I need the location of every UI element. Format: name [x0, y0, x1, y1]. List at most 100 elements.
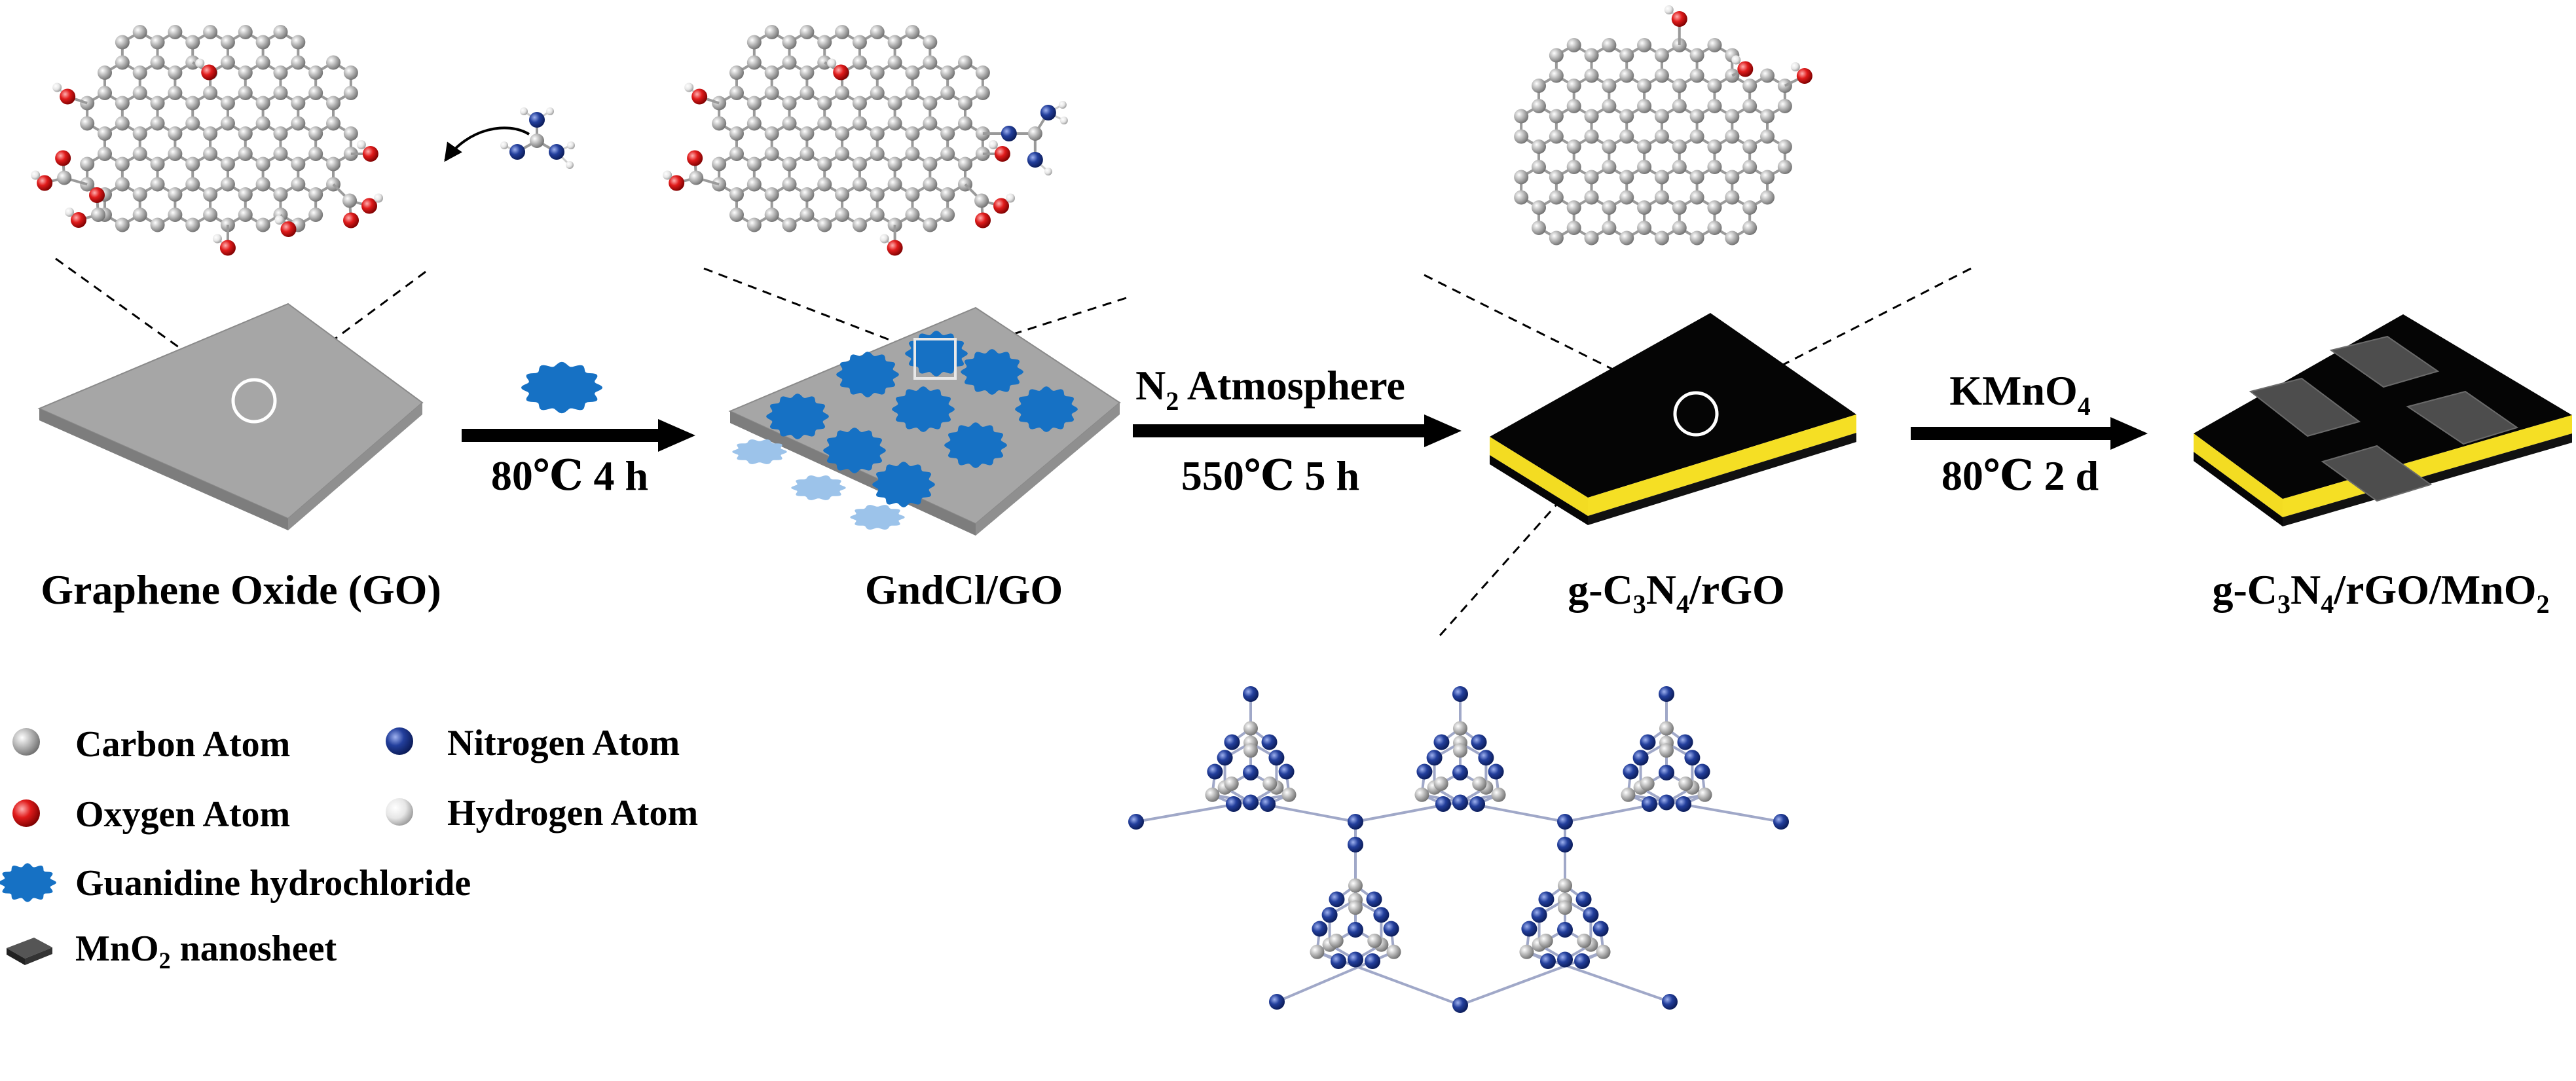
carbon-atom	[1654, 68, 1669, 83]
oxygen-atom	[89, 187, 105, 203]
carbon-atom	[800, 65, 815, 80]
carbon-atom	[1472, 776, 1487, 791]
step-1-condition: 80℃ 4 h	[491, 452, 648, 499]
carbon-atom	[1619, 48, 1634, 63]
carbon-atom	[1602, 79, 1617, 93]
svg-text:Nitrogen Atom: Nitrogen Atom	[447, 723, 680, 763]
zoom-circle	[231, 378, 277, 424]
nitrogen-atom	[1469, 796, 1486, 812]
nitrogen-atom	[1348, 951, 1363, 968]
carbon-atom	[817, 177, 832, 192]
carbon-atom	[746, 35, 762, 50]
carbon-atom	[80, 156, 95, 172]
carbon-atom	[1519, 944, 1534, 959]
carbon-atom	[1725, 170, 1740, 185]
carbon-atom	[817, 96, 832, 111]
nitrogen-atom	[1435, 796, 1451, 812]
carbon-atom	[185, 96, 200, 111]
nitrogen-atom	[1557, 814, 1573, 830]
nitrogen-atom	[1531, 907, 1547, 923]
carbon-atom	[887, 96, 902, 111]
carbon-atom	[1549, 129, 1564, 144]
carbon-atom	[1281, 787, 1297, 802]
nitrogen-atom-icon	[386, 727, 413, 755]
carbon-atom	[255, 217, 270, 232]
carbon-atom	[870, 147, 885, 161]
carbon-atom	[852, 96, 867, 111]
product-go-label: Graphene Oxide (GO)	[41, 566, 441, 613]
carbon-atom	[150, 55, 165, 70]
go-sheet	[37, 302, 424, 530]
hydrogen-atom	[374, 193, 384, 203]
step-3-reagent: KMnO4	[1949, 367, 2091, 421]
carbon-atom	[150, 156, 165, 172]
carbon-atom	[1262, 776, 1278, 791]
carbon-atom	[958, 55, 973, 70]
carbon-atom	[150, 116, 165, 131]
carbon-atom	[1654, 170, 1669, 185]
carbon-atom	[1558, 900, 1572, 915]
carbon-atom	[1689, 109, 1704, 124]
guanidine-deposits	[732, 331, 1078, 530]
carbon-atom	[1549, 190, 1564, 205]
carbon-atom	[238, 187, 253, 202]
carbon-atom	[291, 156, 306, 172]
hydrogen-atom	[1058, 101, 1067, 109]
carbon-atom	[782, 116, 797, 131]
carbon-atom	[1566, 38, 1581, 52]
carbon-atom	[887, 156, 902, 172]
nitrogen-atom	[1488, 763, 1504, 780]
carbon-atom	[905, 147, 920, 161]
oxygen-atom	[687, 150, 703, 166]
carbon-atom	[1672, 79, 1687, 93]
carbon-atom	[1707, 139, 1722, 154]
graphene-oxide-structure	[31, 25, 575, 256]
carbon-atom	[1532, 99, 1546, 113]
carbon-atom	[1689, 48, 1704, 63]
carbon-atom	[308, 65, 323, 80]
nitrogen-atom	[1426, 750, 1443, 766]
nitrogen-atom	[1269, 994, 1285, 1010]
carbon-atom	[1566, 79, 1581, 93]
carbon-atom	[273, 187, 288, 202]
carbon-atom	[1532, 139, 1546, 154]
nitrogen-atom	[1348, 922, 1363, 938]
carbon-atom	[98, 126, 112, 141]
hydrogen-atom	[827, 58, 837, 68]
carbon-atom	[326, 55, 341, 70]
nitrogen-atom	[549, 144, 564, 160]
guanidine-deposit	[961, 349, 1023, 395]
carbon-atom	[273, 65, 288, 80]
oxygen-atom	[362, 146, 378, 162]
carbon-atom	[975, 86, 990, 100]
carbon-atom	[1760, 129, 1775, 144]
carbon-atom	[835, 126, 850, 141]
carbon-atom	[168, 126, 183, 141]
carbon-atom	[852, 55, 867, 70]
legend: Carbon Atom Nitrogen Atom Oxygen Atom Hy…	[0, 723, 698, 974]
hydrogen-atom	[1059, 117, 1068, 124]
carbon-atom	[1584, 109, 1599, 124]
guanidine-deposit-shadow	[850, 505, 905, 530]
carbon-atom	[870, 126, 885, 141]
carbon-atom	[746, 96, 762, 111]
carbon-atom	[255, 55, 270, 70]
carbon-atom	[817, 156, 832, 172]
nitrogen-atom	[1366, 891, 1382, 907]
carbon-atom	[1637, 99, 1652, 113]
carbon-atom	[273, 147, 288, 161]
carbon-atom	[1637, 200, 1652, 215]
carbon-atom	[132, 25, 147, 39]
nitrogen-atom	[1538, 891, 1555, 907]
carbon-atom	[764, 65, 779, 80]
carbon-atom	[746, 217, 762, 232]
svg-text:MnO2 nanosheet: MnO2 nanosheet	[75, 928, 337, 974]
guanidine-deposit	[944, 422, 1007, 468]
carbon-atom	[185, 35, 200, 50]
carbon-atom	[1027, 126, 1042, 141]
carbon-atom	[835, 86, 850, 100]
carbon-atom	[132, 65, 147, 80]
carbon-atom	[255, 177, 270, 192]
carbon-atom	[220, 116, 235, 131]
